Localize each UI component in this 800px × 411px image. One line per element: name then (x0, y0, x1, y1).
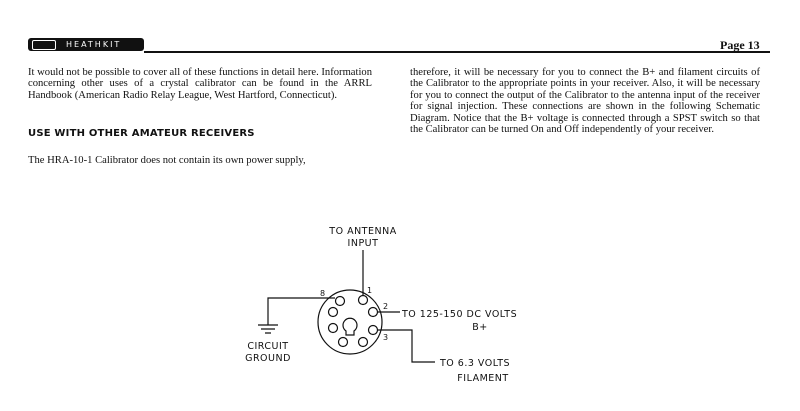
pin-3 (367, 324, 379, 336)
pin-1-label: 1 (367, 286, 373, 295)
ground-wire (267, 297, 335, 325)
ground-label-1: CIRCUIT (247, 341, 288, 352)
socket-keyhole (342, 317, 358, 336)
pin-1 (357, 294, 369, 306)
pin-3-label: 3 (383, 333, 389, 342)
pin-5 (337, 336, 349, 348)
pin-8 (334, 295, 346, 307)
pin-6 (327, 322, 339, 334)
pin-2 (367, 306, 379, 318)
filament-label-2: FILAMENT (457, 373, 508, 384)
header-rule (144, 51, 770, 53)
tube-socket (317, 289, 383, 355)
pin-7 (327, 306, 339, 318)
bplus-label-1: TO 125-150 DC VOLTS (401, 309, 517, 320)
pin-4 (357, 336, 369, 348)
logo-mark-icon (32, 40, 56, 50)
filament-wire (378, 329, 435, 363)
section-heading: USE WITH OTHER AMATEUR RECEIVERS (28, 128, 255, 139)
logo-text: HEATHKIT (66, 40, 122, 49)
right-paragraph: therefore, it will be necessary for you … (410, 67, 760, 136)
pin-8-label: 8 (320, 289, 326, 298)
left-paragraph-1: It would not be possible to cover all of… (28, 67, 372, 101)
bplus-label-2: B+ (472, 322, 487, 333)
ground-symbol (258, 324, 278, 334)
pin-2-label: 2 (383, 302, 389, 311)
antenna-label-2: INPUT (348, 238, 379, 249)
heathkit-logo: HEATHKIT (28, 38, 144, 51)
antenna-label-1: TO ANTENNA (328, 226, 396, 237)
page-number: Page 13 (720, 38, 760, 52)
left-paragraph-2: The HRA-10-1 Calibrator does not contain… (28, 155, 306, 166)
ground-label-2: GROUND (245, 353, 291, 364)
filament-label-1: TO 6.3 VOLTS (439, 358, 510, 369)
